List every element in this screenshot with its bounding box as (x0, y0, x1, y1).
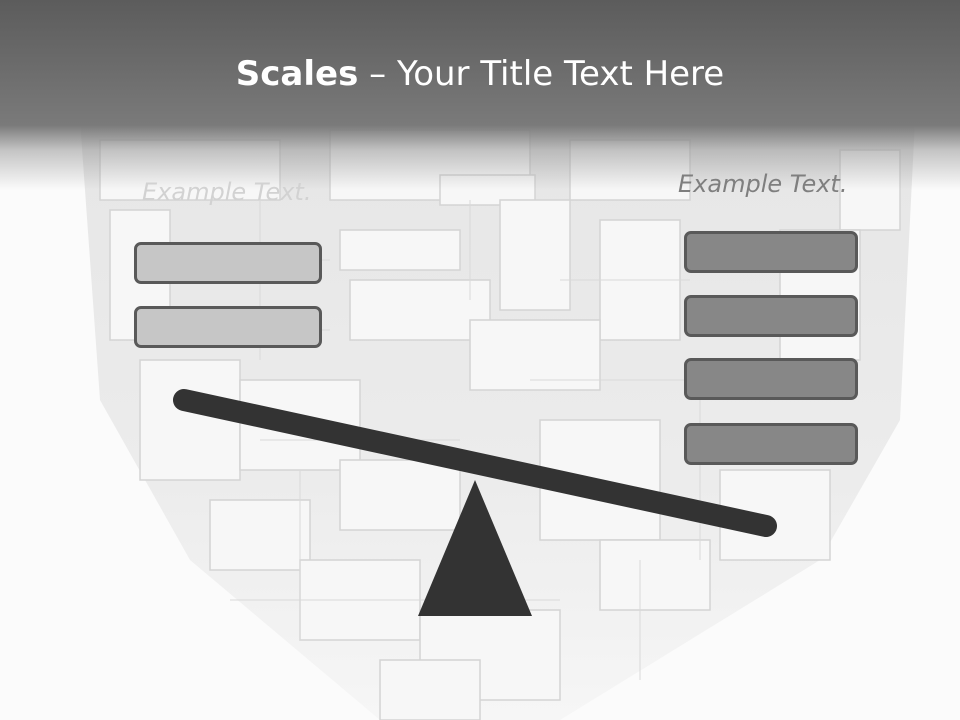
title-bold-part: Scales (235, 54, 359, 94)
right-text-box-2 (684, 295, 858, 337)
left-text-box-2 (134, 306, 322, 348)
slide-title: Scales – Your Title Text Here (0, 52, 960, 96)
right-text-box-1 (684, 231, 858, 273)
scale-fulcrum (418, 480, 532, 616)
title-bar (0, 0, 960, 190)
scale-beam (173, 389, 777, 537)
left-side-label: Example Text. (142, 178, 312, 206)
left-text-box-1 (134, 242, 322, 284)
right-text-box-3 (684, 358, 858, 400)
right-text-box-4 (684, 423, 858, 465)
right-side-label: Example Text. (678, 170, 848, 198)
title-rest-part: – Your Title Text Here (358, 54, 725, 94)
